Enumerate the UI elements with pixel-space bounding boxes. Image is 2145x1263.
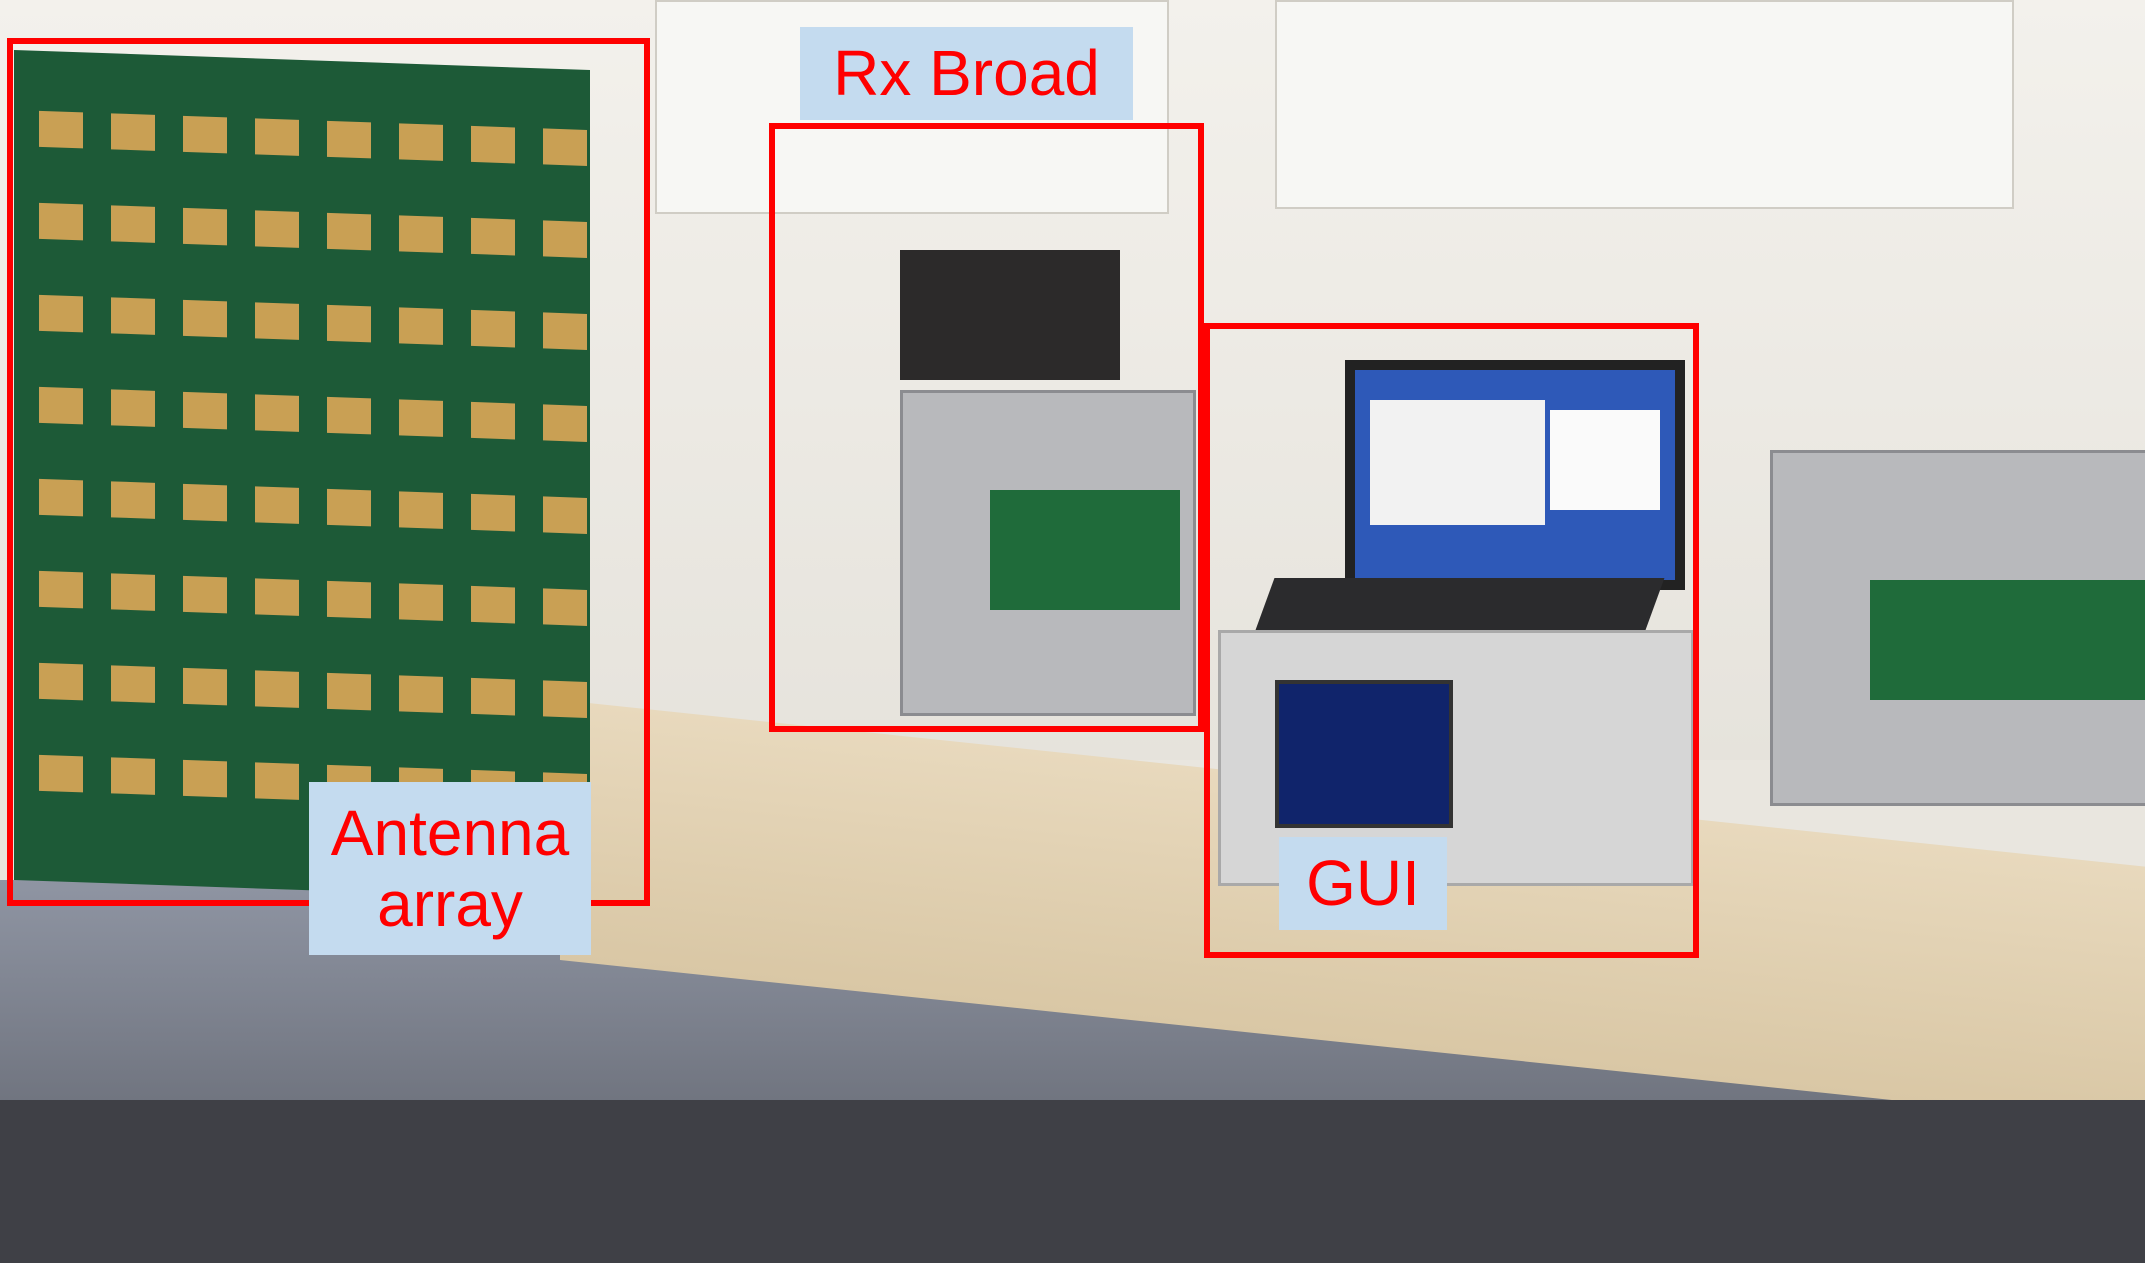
gui-label: GUI bbox=[1279, 837, 1447, 930]
rx-broad-label: Rx Broad bbox=[800, 27, 1133, 120]
rx-green-pcb bbox=[990, 490, 1180, 610]
gui-box bbox=[1204, 323, 1699, 958]
wall-poster-right bbox=[1275, 0, 2014, 209]
antenna-array-box bbox=[7, 38, 650, 906]
antenna-label-line1: Antenna bbox=[330, 797, 570, 870]
antenna-label-line2: array bbox=[377, 867, 523, 940]
rx-broad-box bbox=[769, 123, 1204, 732]
analyzer-screen bbox=[1275, 680, 1453, 828]
rx-board-stack bbox=[900, 250, 1120, 380]
antenna-array-label: Antenna array bbox=[309, 782, 591, 955]
second-green-pcb bbox=[1870, 580, 2145, 700]
floor bbox=[0, 1100, 2145, 1263]
